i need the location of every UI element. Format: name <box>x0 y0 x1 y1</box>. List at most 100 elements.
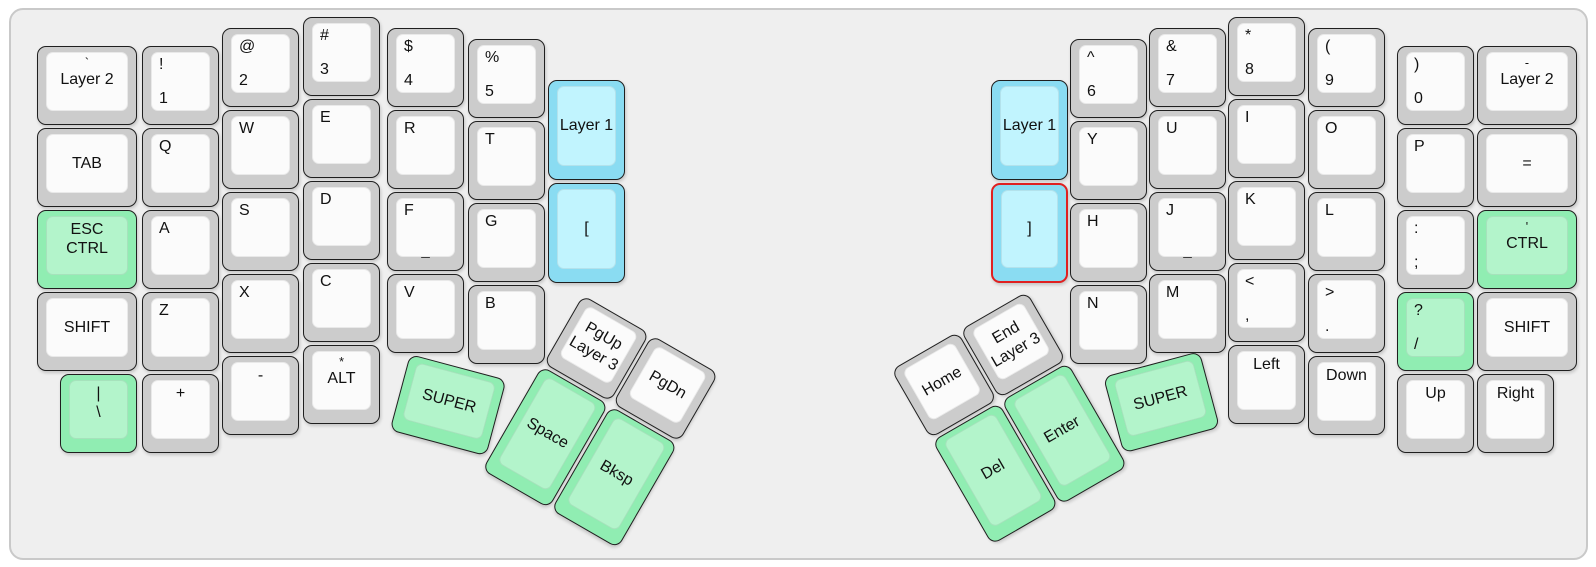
key-label-line: W <box>239 120 255 137</box>
key-r[interactable]: R <box>387 110 464 189</box>
key-tab[interactable]: TAB <box>37 128 137 207</box>
key-layer1-right[interactable]: Layer 1 <box>991 80 1068 180</box>
key-label-line: 0 <box>1414 89 1423 107</box>
key-v[interactable]: V <box>387 274 464 353</box>
key-j-homing[interactable]: J_ <box>1149 192 1226 271</box>
key-y[interactable]: Y <box>1070 121 1147 200</box>
key-label-bl: 9 <box>1325 71 1334 90</box>
key-label-line: U <box>1166 120 1178 137</box>
key-label-tc: -Layer 2 <box>1487 56 1567 90</box>
key-grave-layer2[interactable]: `Layer 2 <box>37 46 137 125</box>
key-shift-left[interactable]: SHIFT <box>37 292 137 371</box>
key-super-right[interactable]: SUPER <box>1103 351 1221 454</box>
key-label-tl: J <box>1166 201 1174 220</box>
key-label-line: ^ <box>1087 49 1095 66</box>
key-shift-right[interactable]: SHIFT <box>1477 292 1577 371</box>
key-arrow-up[interactable]: Up <box>1397 374 1474 453</box>
key-m[interactable]: M <box>1149 274 1226 353</box>
key-label-line: Z <box>159 302 169 319</box>
key-a[interactable]: A <box>142 210 219 289</box>
key-dash-layer2[interactable]: -Layer 2 <box>1477 46 1577 125</box>
key-q[interactable]: Q <box>142 128 219 207</box>
key-lparen-9[interactable]: (9 <box>1308 28 1385 107</box>
key-caret-6[interactable]: ^6 <box>1070 39 1147 118</box>
key-label-line: _ <box>421 242 430 259</box>
key-lt-comma[interactable]: <, <box>1228 263 1305 342</box>
key-label-line: TAB <box>72 154 102 172</box>
key-e[interactable]: E <box>303 99 380 178</box>
key-label-tl: @ <box>239 37 255 56</box>
key-label-line: Q <box>159 138 172 155</box>
key-star-8[interactable]: *8 <box>1228 17 1305 96</box>
key-label-line: S <box>239 202 250 219</box>
key-label-bl: / <box>1414 335 1418 354</box>
key-p[interactable]: P <box>1397 128 1474 207</box>
key-b[interactable]: B <box>468 285 545 364</box>
key-g[interactable]: G <box>468 203 545 282</box>
key-label-line: & <box>1166 38 1177 55</box>
key-super-left[interactable]: SUPER <box>389 354 507 457</box>
key-dollar-4[interactable]: $4 <box>387 28 464 107</box>
key-arrow-right[interactable]: Right <box>1477 374 1554 453</box>
key-x[interactable]: X <box>222 274 299 353</box>
key-star-alt[interactable]: *ALT <box>303 345 380 424</box>
key-label-line: H <box>1087 213 1099 230</box>
key-arrow-left[interactable]: Left <box>1228 345 1305 424</box>
key-percent-5[interactable]: %5 <box>468 39 545 118</box>
key-i[interactable]: I <box>1228 99 1305 178</box>
keycap-top: C <box>312 269 371 328</box>
key-s[interactable]: S <box>222 192 299 271</box>
key-label-line: L <box>1325 202 1334 219</box>
key-o[interactable]: O <box>1308 110 1385 189</box>
key-plus[interactable]: + <box>142 374 219 453</box>
key-layer1-left[interactable]: Layer 1 <box>548 80 625 180</box>
key-right-bracket[interactable]: ] <box>991 183 1068 283</box>
key-c[interactable]: C <box>303 263 380 342</box>
key-label-line: Space <box>523 414 572 453</box>
key-label-line: SHIFT <box>1503 318 1551 336</box>
key-question-slash[interactable]: ?/ <box>1397 292 1474 371</box>
key-gt-period[interactable]: >. <box>1308 274 1385 353</box>
key-label-tl: ( <box>1325 37 1330 56</box>
key-excl-1[interactable]: !1 <box>142 46 219 125</box>
keycap-top: ?/ <box>1406 298 1465 357</box>
keycap-top: O <box>1317 116 1376 175</box>
key-quote-ctrl[interactable]: 'CTRL <box>1477 210 1577 289</box>
key-left-bracket[interactable]: [ <box>548 183 625 283</box>
keycap-top: )0 <box>1406 52 1465 111</box>
key-f-homing[interactable]: F_ <box>387 192 464 271</box>
keycap-top: Home <box>901 341 983 422</box>
key-label-tl: N <box>1087 294 1099 313</box>
key-n[interactable]: N <box>1070 285 1147 364</box>
key-t[interactable]: T <box>468 121 545 200</box>
key-hash-3[interactable]: #3 <box>303 17 380 96</box>
key-label-line: < <box>1245 273 1255 290</box>
keycap-top: *ALT <box>312 351 371 410</box>
key-u[interactable]: U <box>1149 110 1226 189</box>
key-colon-semicolon[interactable]: :; <box>1397 210 1474 289</box>
key-at-2[interactable]: @2 <box>222 28 299 107</box>
keycap-top: !1 <box>151 52 210 111</box>
key-d[interactable]: D <box>303 181 380 260</box>
key-label-line: * <box>339 355 344 369</box>
keycap-top: SHIFT <box>1486 298 1568 357</box>
key-pipe-backslash[interactable]: |\ <box>60 374 137 453</box>
key-h[interactable]: H <box>1070 203 1147 282</box>
key-arrow-down[interactable]: Down <box>1308 356 1385 435</box>
key-k[interactable]: K <box>1228 181 1305 260</box>
key-amp-7[interactable]: &7 <box>1149 28 1226 107</box>
key-z[interactable]: Z <box>142 292 219 371</box>
key-rparen-0[interactable]: )0 <box>1397 46 1474 125</box>
key-w[interactable]: W <box>222 110 299 189</box>
key-label-line: [ <box>584 220 589 238</box>
key-equals[interactable]: = <box>1477 128 1577 207</box>
key-label-line: P <box>1414 138 1425 155</box>
key-label-bl: 0 <box>1414 89 1423 108</box>
key-minus-left[interactable]: - <box>222 356 299 435</box>
key-l[interactable]: L <box>1308 192 1385 271</box>
key-label-c: Layer 1 <box>558 87 615 165</box>
keycap-top: %5 <box>477 45 536 104</box>
key-label-tl: * <box>1245 26 1251 45</box>
